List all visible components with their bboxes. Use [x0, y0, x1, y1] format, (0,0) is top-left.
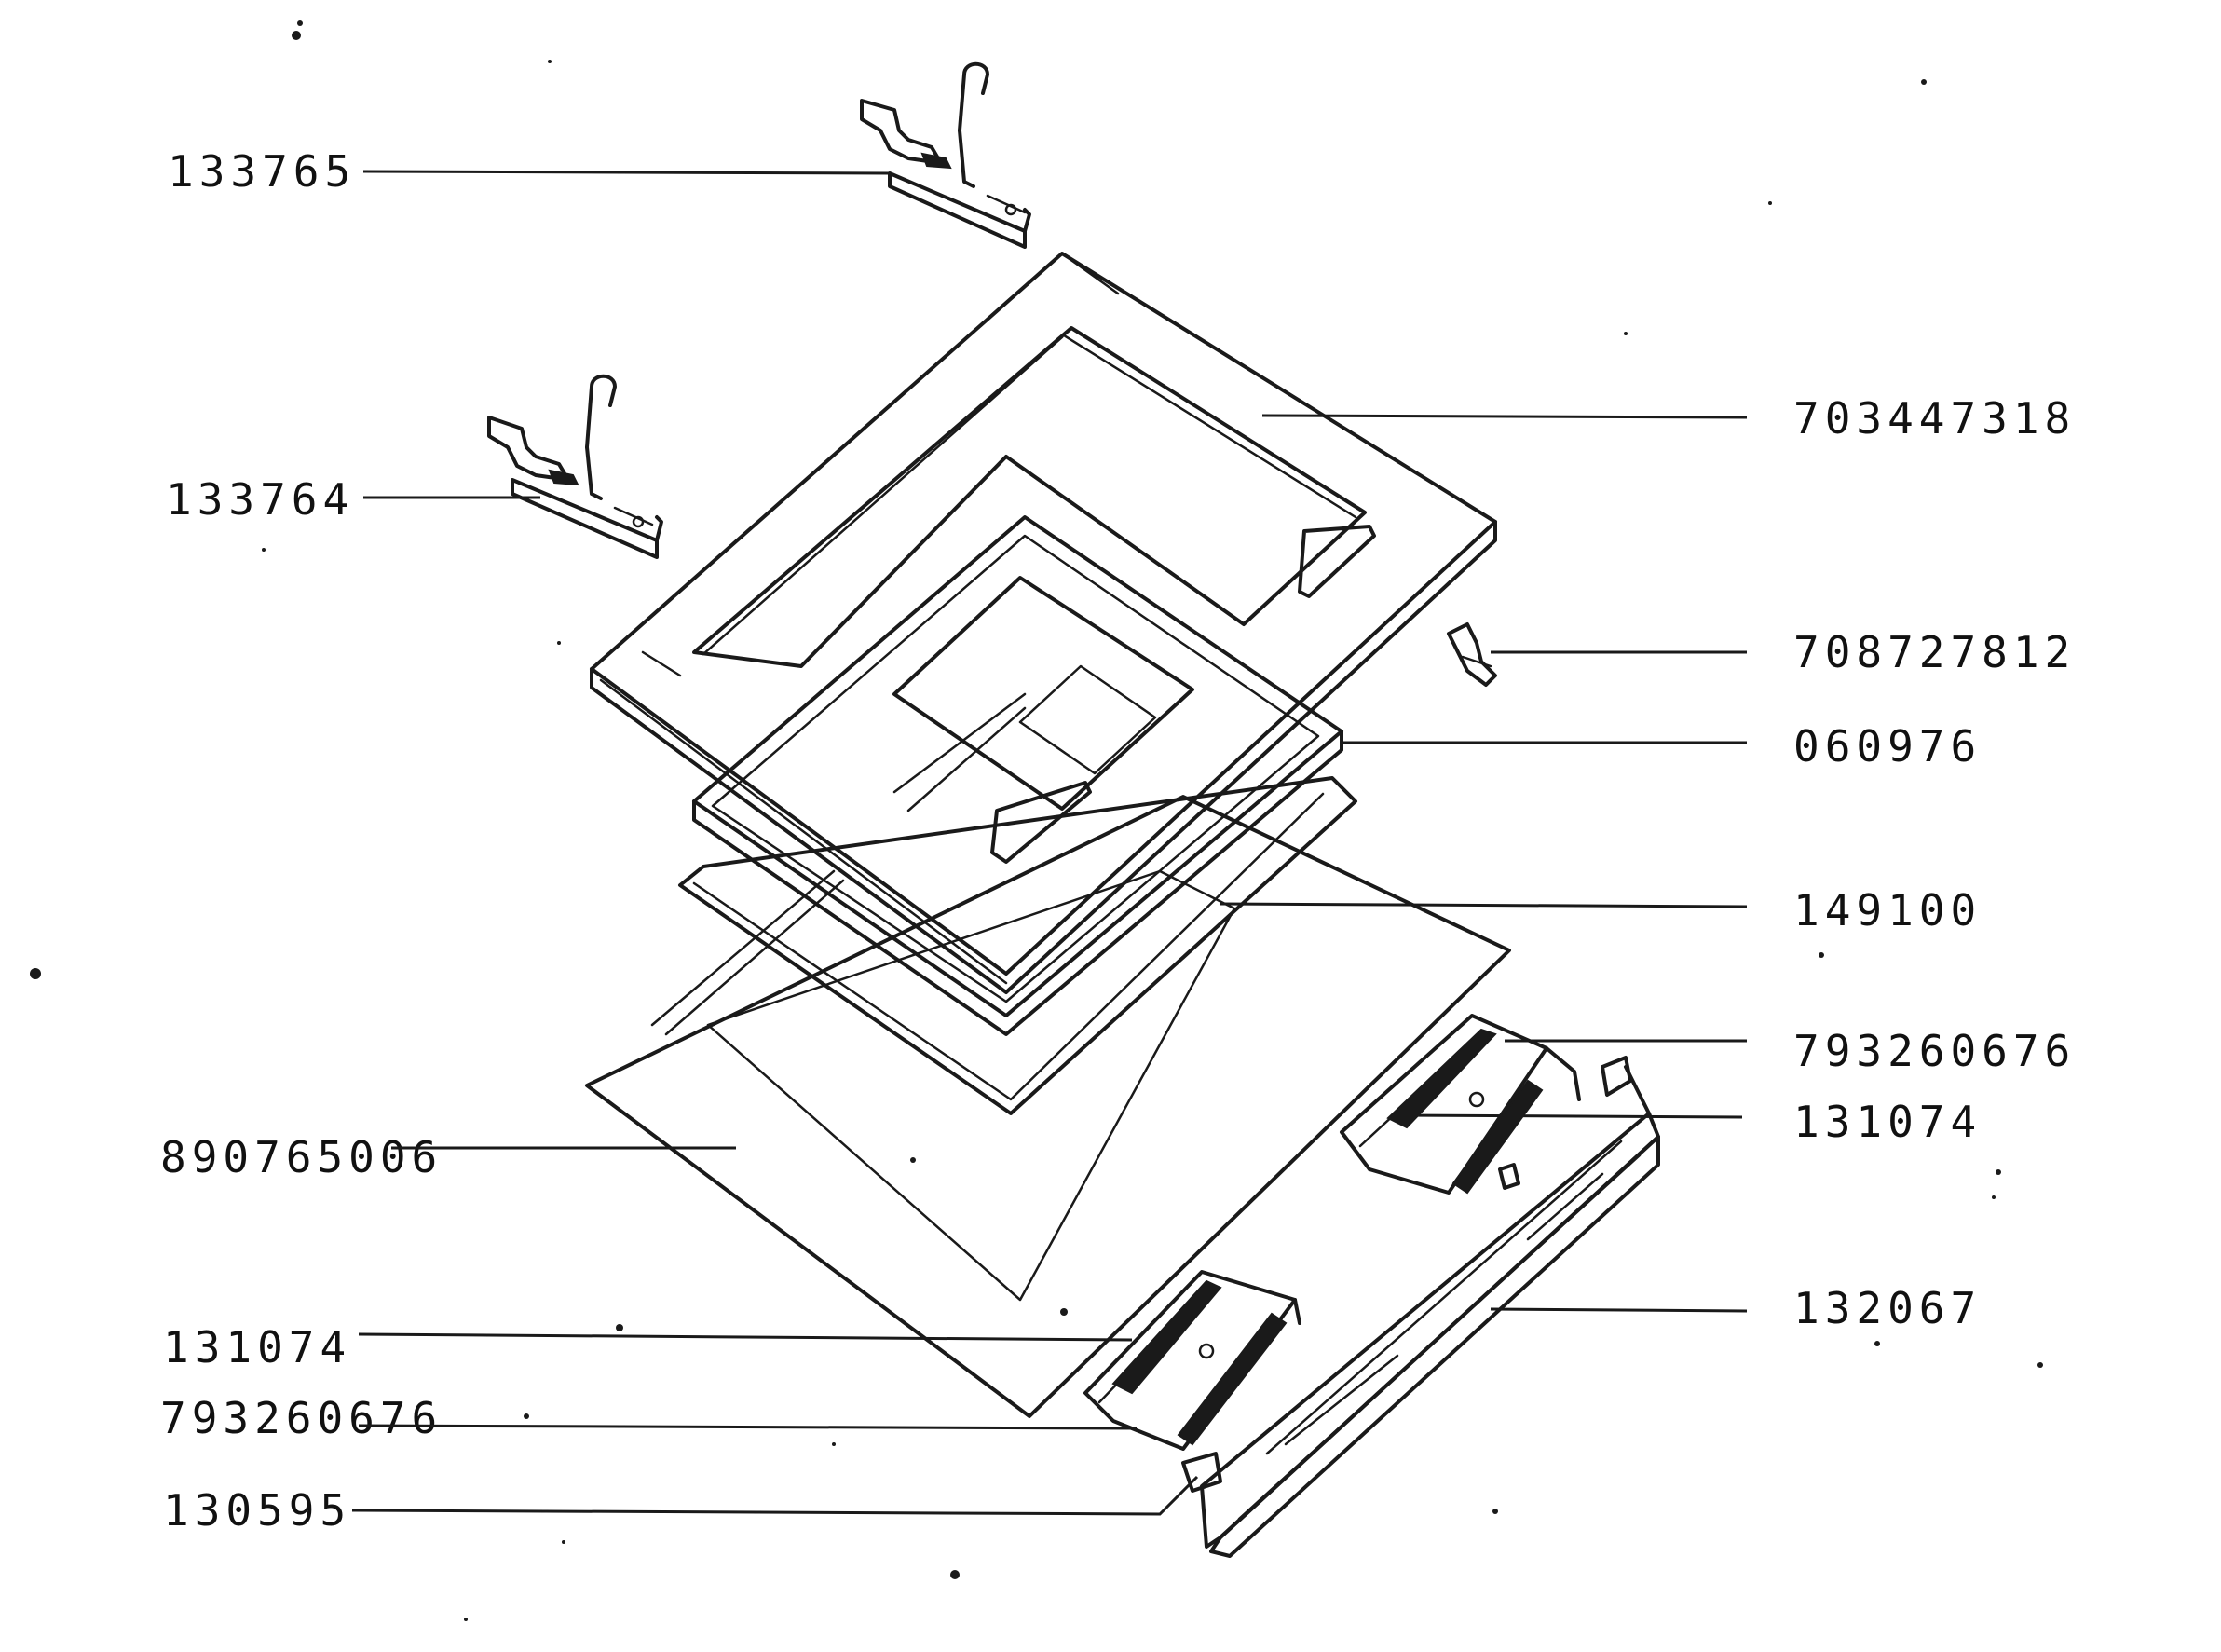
leader-793260676-left [358, 1424, 1138, 1430]
glass-149100 [678, 776, 1357, 1115]
leader-130595 [351, 1475, 1199, 1516]
label-131074-right: 131074 [1793, 1097, 1982, 1147]
label-133765: 133765 [168, 146, 356, 197]
leader-149100 [1220, 902, 1748, 908]
label-133764: 133764 [166, 474, 354, 525]
guide-assembly-right [1340, 1014, 1632, 1195]
leader-lines [351, 170, 1748, 1516]
label-060976: 060976 [1793, 721, 1982, 771]
hinge-133764 [487, 374, 663, 559]
label-890765006: 890765006 [160, 1132, 443, 1182]
label-149100: 149100 [1793, 885, 1982, 935]
guide-assembly-left [1083, 1270, 1301, 1493]
label-131074-left: 131074 [163, 1322, 351, 1372]
handle-bar-132067 [1200, 1065, 1660, 1558]
seal-frame-060976 [692, 515, 1343, 1036]
label-793260676-left: 793260676 [160, 1393, 443, 1443]
leader-703447318 [1261, 414, 1748, 419]
label-703447318: 703447318 [1793, 393, 2076, 444]
hinge-133765 [860, 61, 1031, 249]
leader-131074-right [1401, 1113, 1743, 1119]
glass-890765006 [585, 795, 1511, 1418]
clip-708727812 [1447, 622, 1497, 687]
door-frame-703447318 [590, 252, 1497, 994]
label-132067: 132067 [1793, 1283, 1982, 1333]
leader-133765 [362, 170, 891, 175]
label-130595: 130595 [163, 1485, 351, 1536]
leader-132067 [1490, 1307, 1748, 1313]
label-793260676-right: 793260676 [1793, 1026, 2076, 1076]
scan-specks [30, 20, 2043, 1621]
leader-131074-left [358, 1332, 1133, 1342]
label-708727812: 708727812 [1793, 627, 2076, 677]
